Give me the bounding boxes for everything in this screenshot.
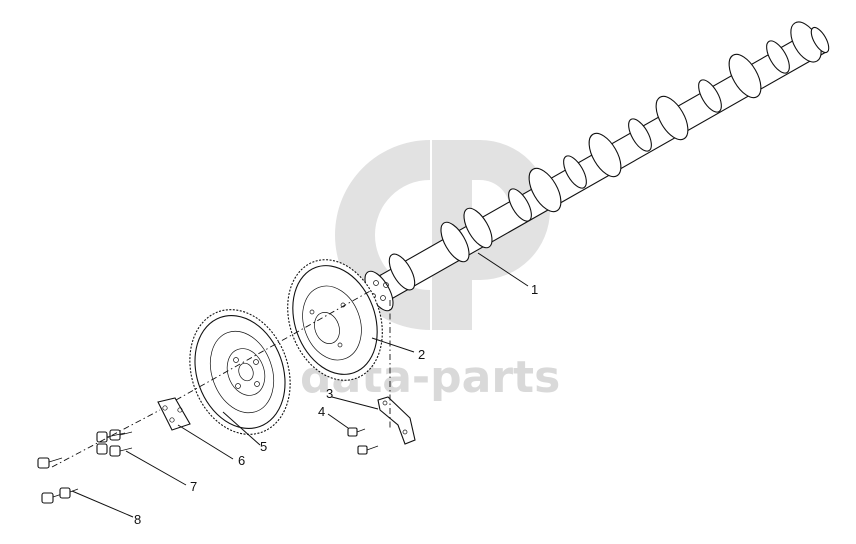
bolt-cluster: [96, 429, 133, 457]
callout-2: 2: [418, 347, 425, 362]
callout-1: 1: [531, 282, 538, 297]
camshaft: [364, 21, 830, 312]
callout-4: 4: [318, 404, 325, 419]
idler-gear: [189, 309, 291, 435]
bolts-set-8: [37, 457, 79, 504]
callout-8: 8: [134, 512, 141, 527]
assembly-axis-lines: [51, 289, 391, 468]
callout-5: 5: [260, 439, 267, 454]
callout-6: 6: [238, 453, 245, 468]
callout-7: 7: [190, 479, 197, 494]
bolts-set-4: [347, 427, 379, 455]
leader-lines: [71, 252, 529, 518]
cam-lobes: [388, 21, 830, 291]
callout-labels: 1 2 3 4 5 6 7 8: [134, 282, 538, 527]
callout-3: 3: [326, 386, 333, 401]
bracket: [377, 396, 416, 445]
cam-gear: [287, 259, 383, 381]
thrust-plate: [157, 397, 191, 431]
